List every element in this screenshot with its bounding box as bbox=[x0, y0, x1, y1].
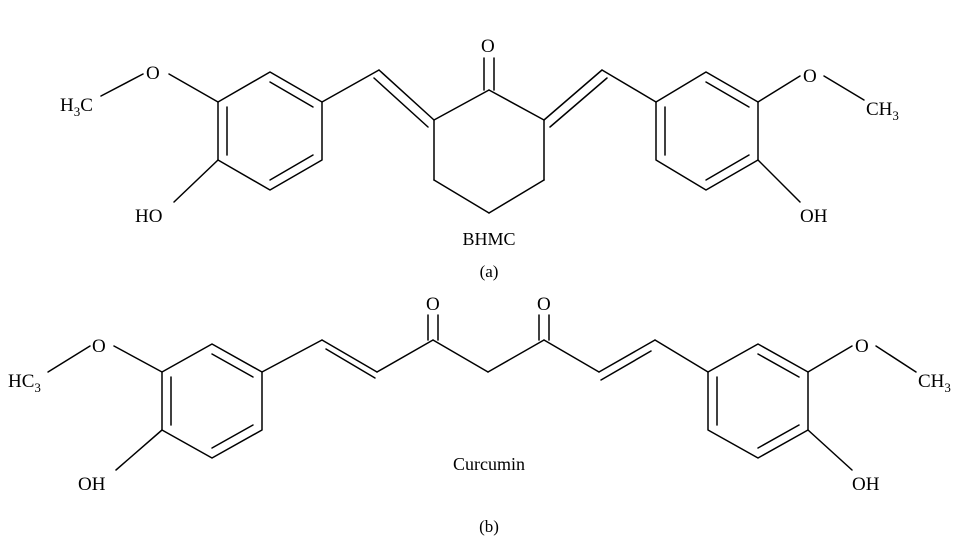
curcumin-left-carbonyl-bond bbox=[427, 314, 439, 341]
curcumin-left-hydroxyl-bond bbox=[115, 429, 163, 471]
bhmc-right-benzene-ring bbox=[655, 71, 759, 191]
bhmc-right-hydroxyl-label: OH bbox=[800, 206, 828, 227]
curcumin-right-hydroxyl-bond bbox=[807, 429, 853, 471]
bhmc-left-ether-oxygen: O bbox=[146, 63, 160, 84]
curcumin-right-carbonyl-oxygen: O bbox=[537, 294, 551, 315]
bhmc-structure: H3C O HO O O CH3 OH BHMC (a) bbox=[60, 36, 899, 281]
bhmc-name-label: BHMC bbox=[462, 229, 515, 249]
curcumin-left-methoxy bbox=[47, 345, 163, 373]
bhmc-right-ether-oxygen: O bbox=[803, 66, 817, 87]
curcumin-left-hydroxyl-label: OH bbox=[78, 474, 106, 495]
bhmc-right-exocyclic-double-bond bbox=[543, 69, 657, 128]
bhmc-left-exocyclic-double-bond bbox=[321, 69, 435, 128]
curcumin-chain bbox=[261, 339, 709, 381]
curcumin-right-methoxy bbox=[807, 345, 917, 373]
curcumin-left-benzene-ring bbox=[161, 343, 263, 459]
curcumin-left-methyl-label: HC3 bbox=[8, 371, 41, 395]
bhmc-right-methyl-label: CH3 bbox=[866, 99, 899, 123]
curcumin-right-carbonyl-bond bbox=[538, 314, 550, 341]
bhmc-left-hydroxyl-label: HO bbox=[135, 206, 162, 227]
bhmc-left-methyl-label: H3C bbox=[60, 95, 93, 119]
curcumin-left-carbonyl-oxygen: O bbox=[426, 294, 440, 315]
panel-a-caption: (a) bbox=[480, 262, 499, 281]
panel-b-caption: (b) bbox=[479, 517, 499, 536]
curcumin-right-hydroxyl-label: OH bbox=[852, 474, 880, 495]
bhmc-cyclohexanone-ring bbox=[433, 89, 545, 214]
curcumin-right-ether-oxygen: O bbox=[855, 336, 869, 357]
curcumin-right-benzene-ring bbox=[707, 343, 809, 459]
bhmc-right-methoxy bbox=[757, 75, 865, 103]
bhmc-left-methoxy bbox=[100, 73, 219, 103]
bhmc-right-hydroxyl-bond bbox=[757, 159, 801, 203]
curcumin-structure: HC3 O OH O O O CH3 OH Curcumin (b) bbox=[8, 294, 951, 536]
curcumin-name-label: Curcumin bbox=[453, 454, 525, 474]
curcumin-left-ether-oxygen: O bbox=[92, 336, 106, 357]
bhmc-left-hydroxyl-bond bbox=[173, 159, 219, 203]
bhmc-left-benzene-ring bbox=[217, 71, 323, 191]
bhmc-carbonyl-bond bbox=[483, 57, 495, 91]
bhmc-carbonyl-oxygen: O bbox=[481, 36, 495, 57]
curcumin-right-methyl-label: CH3 bbox=[918, 371, 951, 395]
